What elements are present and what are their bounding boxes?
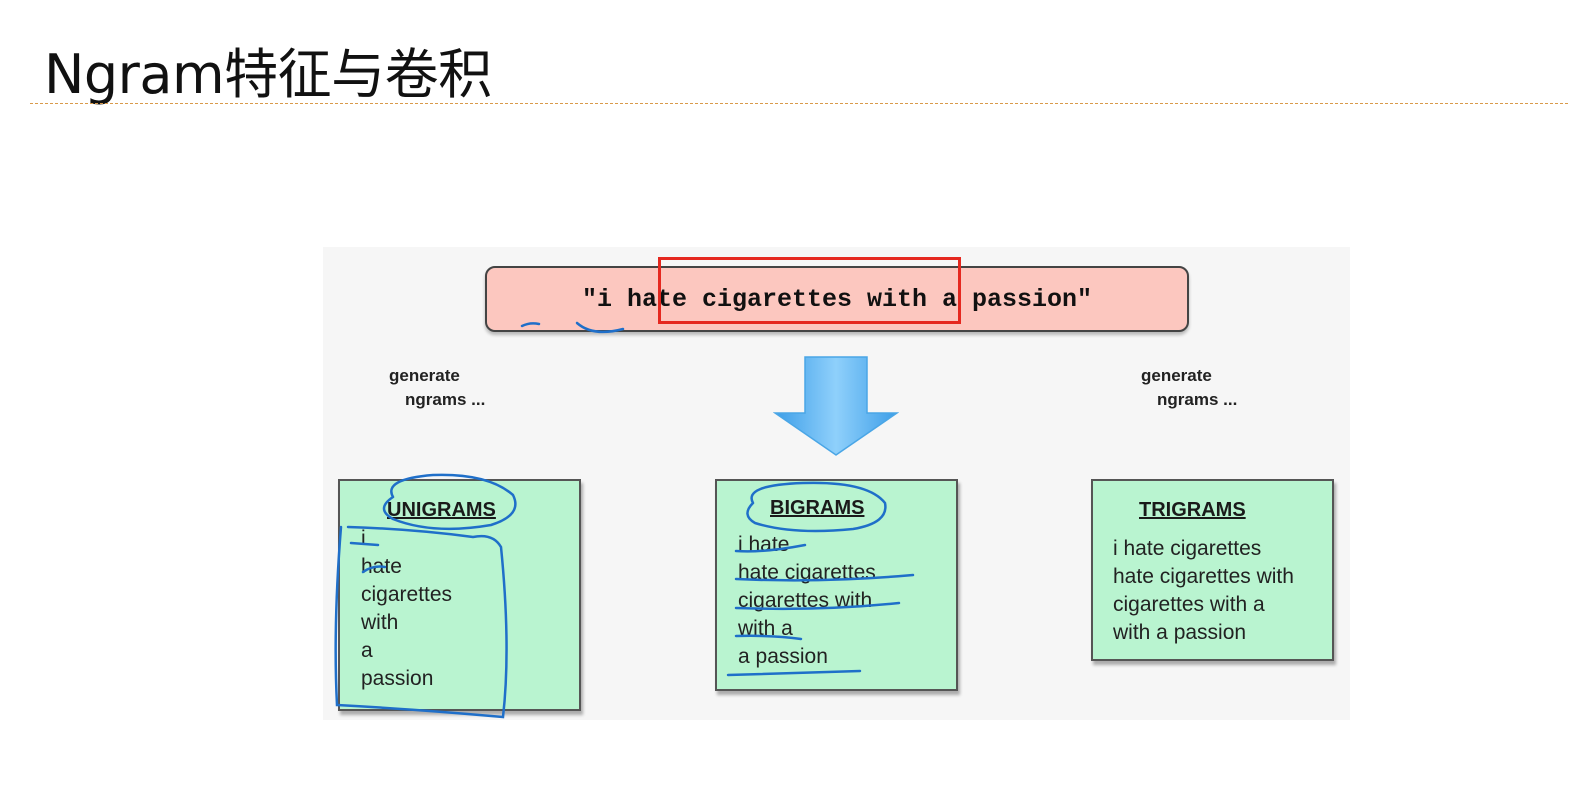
ngram-figure: "i hate cigarettes with a passion" gener… bbox=[323, 247, 1350, 720]
list-item: hate cigarettes with bbox=[1113, 565, 1294, 588]
left-label-line1: generate bbox=[389, 366, 460, 385]
unigrams-title: UNIGRAMS bbox=[387, 499, 496, 521]
list-item: with a bbox=[738, 617, 793, 640]
right-generate-label: generate ngrams ... bbox=[1141, 364, 1237, 412]
highlight-rectangle bbox=[658, 257, 961, 324]
left-generate-label: generate ngrams ... bbox=[389, 364, 485, 412]
list-item: cigarettes with a bbox=[1113, 593, 1265, 616]
title-divider bbox=[30, 103, 1568, 104]
trigrams-list: i hate cigarettes hate cigarettes with c… bbox=[1113, 535, 1294, 647]
right-label-line1: generate bbox=[1141, 366, 1212, 385]
sentence-text: "i hate cigarettes with a passion" bbox=[581, 284, 1093, 314]
unigrams-list: i hate cigarettes with a passion bbox=[361, 525, 452, 693]
unigrams-box: UNIGRAMS i hate cigarettes with a passio… bbox=[338, 479, 581, 711]
trigrams-title: TRIGRAMS bbox=[1139, 499, 1246, 521]
trigrams-box: TRIGRAMS i hate cigarettes hate cigarett… bbox=[1091, 479, 1334, 661]
list-item: cigarettes with bbox=[738, 589, 873, 612]
list-item: i bbox=[361, 527, 366, 550]
bigrams-box: BIGRAMS i hate hate cigarettes cigarette… bbox=[715, 479, 958, 691]
list-item: i hate cigarettes bbox=[1113, 537, 1262, 560]
list-item: with bbox=[361, 611, 399, 634]
list-item: i hate bbox=[738, 533, 790, 556]
right-label-line2: ngrams ... bbox=[1157, 390, 1238, 409]
list-item: passion bbox=[361, 667, 434, 690]
down-arrow-icon bbox=[773, 356, 899, 456]
slide-title: Ngram特征与卷积 bbox=[44, 43, 492, 106]
list-item: with a passion bbox=[1113, 621, 1247, 644]
bigrams-list: i hate hate cigarettes cigarettes with w… bbox=[738, 531, 876, 671]
left-label-line2: ngrams ... bbox=[405, 390, 486, 409]
list-item: cigarettes bbox=[361, 583, 453, 606]
list-item: hate cigarettes bbox=[738, 561, 876, 584]
list-item: hate bbox=[361, 555, 402, 578]
list-item: a passion bbox=[738, 645, 828, 668]
bigrams-title: BIGRAMS bbox=[770, 497, 865, 519]
list-item: a bbox=[361, 639, 373, 662]
